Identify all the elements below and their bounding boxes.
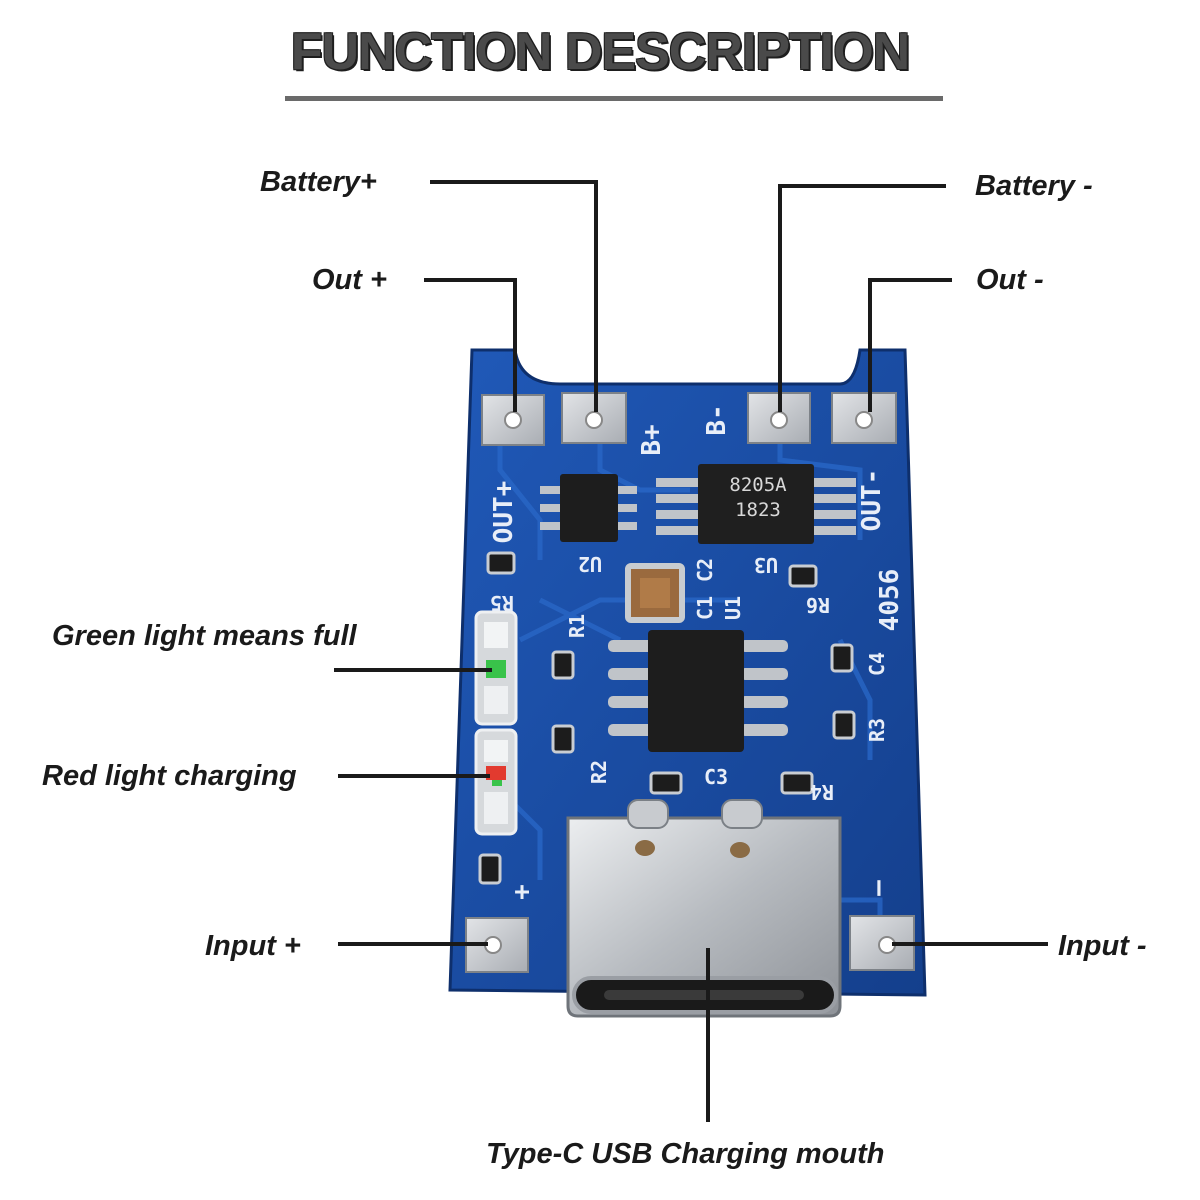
chip-u1-charger <box>608 630 788 752</box>
silk-b-plus: B+ <box>637 424 667 455</box>
label-battery-plus: Battery+ <box>260 166 377 198</box>
title-underline <box>285 96 943 101</box>
silk-chip-model: 4056 <box>875 569 905 632</box>
label-input-minus: Input - <box>1058 930 1147 962</box>
silk-out-plus: OUT+ <box>489 481 519 544</box>
silk-c1: C1 <box>693 596 717 620</box>
leader-battery-plus <box>430 180 598 412</box>
capacitor-c1 <box>625 563 685 623</box>
silk-r5: R5 <box>490 591 514 615</box>
silk-c2: C2 <box>693 558 717 582</box>
pad-input-minus <box>849 915 915 971</box>
pad-battery-minus <box>747 392 811 444</box>
silk-u2: U2 <box>578 552 602 576</box>
silk-r1: R1 <box>565 614 589 638</box>
leader-out-minus <box>868 278 952 412</box>
silk-c3: C3 <box>704 765 728 789</box>
silk-minus: — <box>863 880 893 896</box>
label-red-light: Red light charging <box>42 760 297 792</box>
silk-r4: R4 <box>810 780 834 804</box>
label-out-plus: Out + <box>312 264 387 296</box>
usb-type-c-port <box>566 799 842 1018</box>
silk-r6: R6 <box>806 593 830 617</box>
led-red <box>474 728 518 836</box>
smd-components <box>478 551 856 885</box>
label-input-plus: Input + <box>205 930 301 962</box>
label-green-light: Green light means full <box>52 620 357 652</box>
pad-out-plus <box>481 394 545 446</box>
chip-u3-mosfet: 8205A 1823 <box>656 464 856 544</box>
silk-r2: R2 <box>587 760 611 784</box>
label-usb-port: Type-C USB Charging mouth <box>486 1138 885 1170</box>
silk-b-minus: B- <box>702 404 732 435</box>
chip-u2 <box>540 474 637 542</box>
silk-out-minus: OUT- <box>857 469 887 532</box>
leader-lines <box>334 180 1048 1122</box>
mosfet-marking-line2: 1823 <box>735 499 781 521</box>
mosfet-marking-line1: 8205A <box>729 474 787 496</box>
pad-out-minus <box>831 392 897 444</box>
page-title: FUNCTION DESCRIPTION <box>290 23 910 81</box>
silkscreen: B+ B- OUT+ OUT- U2 U3 C2 C1 U1 R1 R2 R3 … <box>489 404 905 899</box>
leader-out-plus <box>424 278 517 412</box>
silk-u3: U3 <box>754 553 778 577</box>
label-out-minus: Out - <box>976 264 1044 296</box>
silk-c4: C4 <box>865 652 889 676</box>
silk-plus: + <box>507 884 537 900</box>
pad-battery-plus <box>561 392 627 444</box>
silk-u1: U1 <box>721 596 745 620</box>
leader-battery-minus <box>778 184 946 412</box>
label-battery-minus: Battery - <box>975 170 1093 202</box>
silk-r3: R3 <box>865 718 889 742</box>
